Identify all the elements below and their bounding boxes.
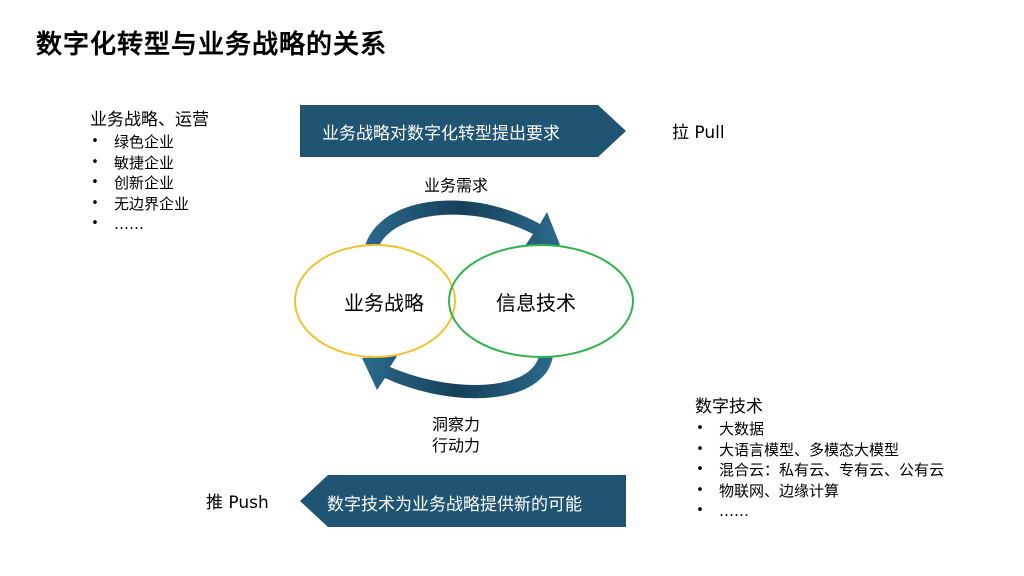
top-banner-text: 业务战略对数字化转型提出要求 (322, 124, 560, 144)
business-strategy-items: 绿色企业 敏捷企业 创新企业 无边界企业 …… (90, 132, 209, 235)
list-item: 创新企业 (90, 173, 209, 194)
list-item: 大数据 (695, 419, 944, 440)
list-item: 绿色企业 (90, 132, 209, 153)
business-strategy-list: 业务战略、运营 绿色企业 敏捷企业 创新企业 无边界企业 …… (90, 110, 209, 235)
list-item: …… (90, 214, 209, 235)
bottom-banner-arrow (300, 475, 626, 527)
digital-technology-items: 大数据 大语言模型、多模态大模型 混合云：私有云、专有云、公有云 物联网、边缘计… (695, 419, 944, 522)
business-strategy-heading: 业务战略、运营 (90, 110, 209, 130)
business-strategy-circle-label: 业务战略 (344, 291, 424, 315)
pull-label: 拉 Pull (672, 123, 725, 143)
information-technology-circle-label: 信息技术 (496, 291, 576, 315)
push-label: 推 Push (206, 493, 269, 513)
digital-technology-list: 数字技术 大数据 大语言模型、多模态大模型 混合云：私有云、专有云、公有云 物联… (695, 397, 944, 522)
list-item: 混合云：私有云、专有云、公有云 (695, 460, 944, 481)
list-item: 物联网、边缘计算 (695, 481, 944, 502)
insight-label: 洞察力 (432, 415, 481, 434)
action-label: 行动力 (432, 436, 481, 455)
business-demand-label: 业务需求 (424, 176, 489, 195)
business-strategy-circle (294, 244, 456, 358)
bottom-banner-text: 数字技术为业务战略提供新的可能 (327, 495, 582, 515)
business-demand-curved-arrow (365, 200, 560, 246)
list-item: …… (695, 501, 944, 522)
insight-action-label: 洞察力 行动力 (432, 414, 480, 456)
top-banner-arrow (300, 105, 626, 157)
list-item: 敏捷企业 (90, 153, 209, 174)
page-title: 数字化转型与业务战略的关系 (36, 30, 388, 60)
information-technology-circle (448, 244, 634, 358)
list-item: 大语言模型、多模态大模型 (695, 440, 944, 461)
digital-technology-heading: 数字技术 (695, 397, 763, 417)
insight-action-curved-arrow (362, 356, 553, 399)
list-item: 无边界企业 (90, 194, 209, 215)
